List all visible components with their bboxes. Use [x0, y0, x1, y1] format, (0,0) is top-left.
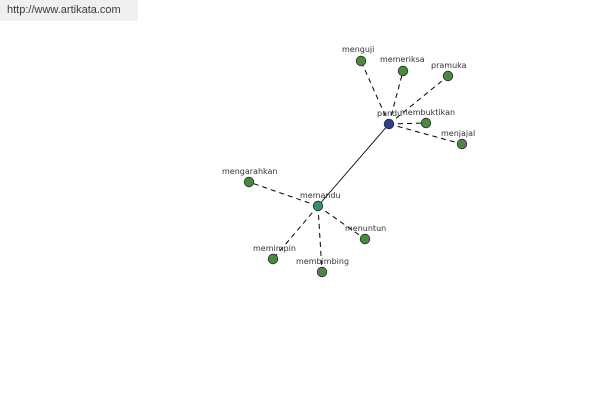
edge-memandu-mengarahkan	[248, 181, 319, 207]
node-pandu[interactable]	[383, 118, 395, 130]
node-label-pandu: pandu	[377, 109, 402, 118]
edge-pandu-memandu	[317, 123, 390, 207]
node-memimpin[interactable]	[267, 253, 279, 265]
node-menuntun[interactable]	[359, 233, 371, 245]
source-url-link[interactable]: http://www.artikata.com	[0, 0, 138, 21]
node-label-mengarahkan: mengarahkan	[222, 167, 278, 176]
edge-pandu-menjajal	[388, 123, 463, 145]
node-label-pramuka: pramuka	[431, 61, 467, 70]
edge-memandu-menuntun	[317, 205, 366, 240]
node-mengarahkan[interactable]	[243, 176, 255, 188]
node-label-memimpin: memimpin	[253, 244, 296, 253]
node-label-menjajal: menjajal	[441, 129, 475, 138]
node-label-memeriksa: memeriksa	[380, 55, 425, 64]
edge-pandu-pramuka	[388, 75, 449, 125]
node-label-menuntun: menuntun	[345, 224, 386, 233]
node-label-memandu: memandu	[300, 191, 341, 200]
node-pramuka[interactable]	[442, 70, 454, 82]
nodes-layer	[243, 55, 468, 278]
node-membimbing[interactable]	[316, 266, 328, 278]
edge-pandu-memeriksa	[388, 70, 404, 125]
node-memeriksa[interactable]	[397, 65, 409, 77]
edge-memandu-memimpin	[272, 205, 319, 260]
edge-pandu-menguji	[360, 60, 390, 125]
node-menjajal[interactable]	[456, 138, 468, 150]
labels-layer: pandu memandu menguji memeriksa pramuka membu…	[222, 45, 475, 266]
node-membuktikan[interactable]	[420, 117, 432, 129]
edges-layer	[248, 60, 463, 273]
node-label-membuktikan: membuktikan	[400, 108, 455, 117]
edge-memandu-membimbing	[317, 205, 323, 273]
node-label-membimbing: membimbing	[296, 257, 349, 266]
node-memandu[interactable]	[312, 200, 324, 212]
node-menguji[interactable]	[355, 55, 367, 67]
node-label-menguji: menguji	[342, 45, 374, 54]
edge-pandu-membuktikan	[388, 122, 427, 125]
